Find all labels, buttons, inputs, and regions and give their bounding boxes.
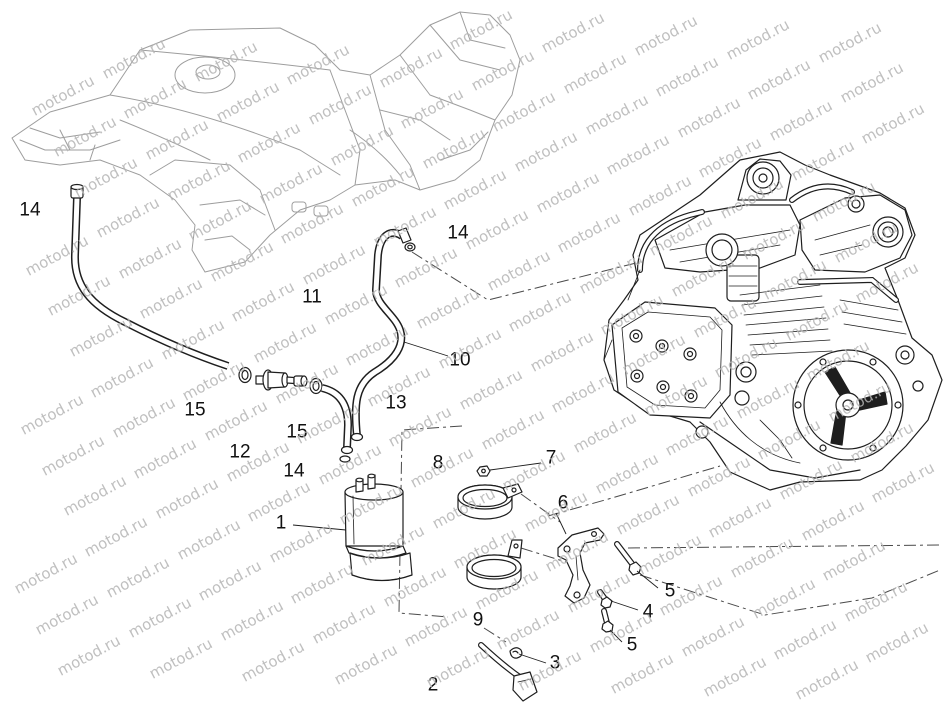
callout-label: 10	[449, 349, 471, 371]
canister-bracket-6	[557, 527, 605, 604]
bolt-4	[597, 589, 613, 609]
callout-label: 2	[427, 674, 439, 696]
callout-label: 9	[472, 609, 484, 631]
nut-7	[476, 465, 491, 477]
fuel-cap	[174, 56, 236, 94]
intake-cap	[746, 161, 780, 195]
fuel-tank	[11, 11, 521, 273]
callout-label: 12	[229, 441, 251, 463]
hose-clamp-15-left	[238, 366, 252, 384]
hose-13	[320, 384, 352, 449]
callout-label: 14	[447, 222, 469, 244]
callout-label: 14	[19, 199, 41, 221]
hose-clamp-15-right	[309, 377, 323, 395]
alternator-bolts	[794, 358, 902, 452]
check-valve-12	[255, 369, 295, 391]
callout-label: 1	[275, 512, 287, 534]
charcoal-canister	[344, 473, 413, 582]
assembly-lines	[398, 251, 941, 643]
callout-label: 5	[664, 580, 676, 602]
hose-10-11	[351, 227, 412, 437]
callout-label: 5	[626, 634, 638, 656]
callout-label: 15	[184, 399, 206, 421]
callout-label: 3	[549, 652, 561, 674]
callout-label: 14	[283, 460, 305, 482]
hose-left	[70, 183, 230, 370]
callout-label: 15	[286, 421, 308, 443]
band-clamp-8	[457, 483, 523, 520]
throttle-body	[726, 254, 760, 302]
hose-clip-14-top	[404, 242, 416, 252]
band-clamp-9	[466, 539, 523, 590]
cover-bolts	[629, 329, 698, 403]
hose-elbow-fitting	[397, 227, 412, 244]
hose-connector	[293, 375, 308, 387]
clip-3	[509, 647, 523, 659]
bolt-5-short	[601, 608, 614, 633]
valve-cover	[611, 301, 733, 419]
hose-holder-2	[478, 642, 538, 702]
hose-clip-14-canister	[339, 432, 364, 463]
callout-label: 8	[432, 452, 444, 474]
callout-label: 11	[302, 286, 322, 308]
bolt-5-long	[614, 541, 642, 576]
engine	[603, 151, 943, 491]
callout-label: 7	[545, 447, 557, 469]
leader-lines	[292, 341, 659, 664]
callout-label: 13	[385, 392, 407, 414]
callout-label: 6	[557, 492, 569, 514]
callout-label: 4	[642, 601, 654, 623]
